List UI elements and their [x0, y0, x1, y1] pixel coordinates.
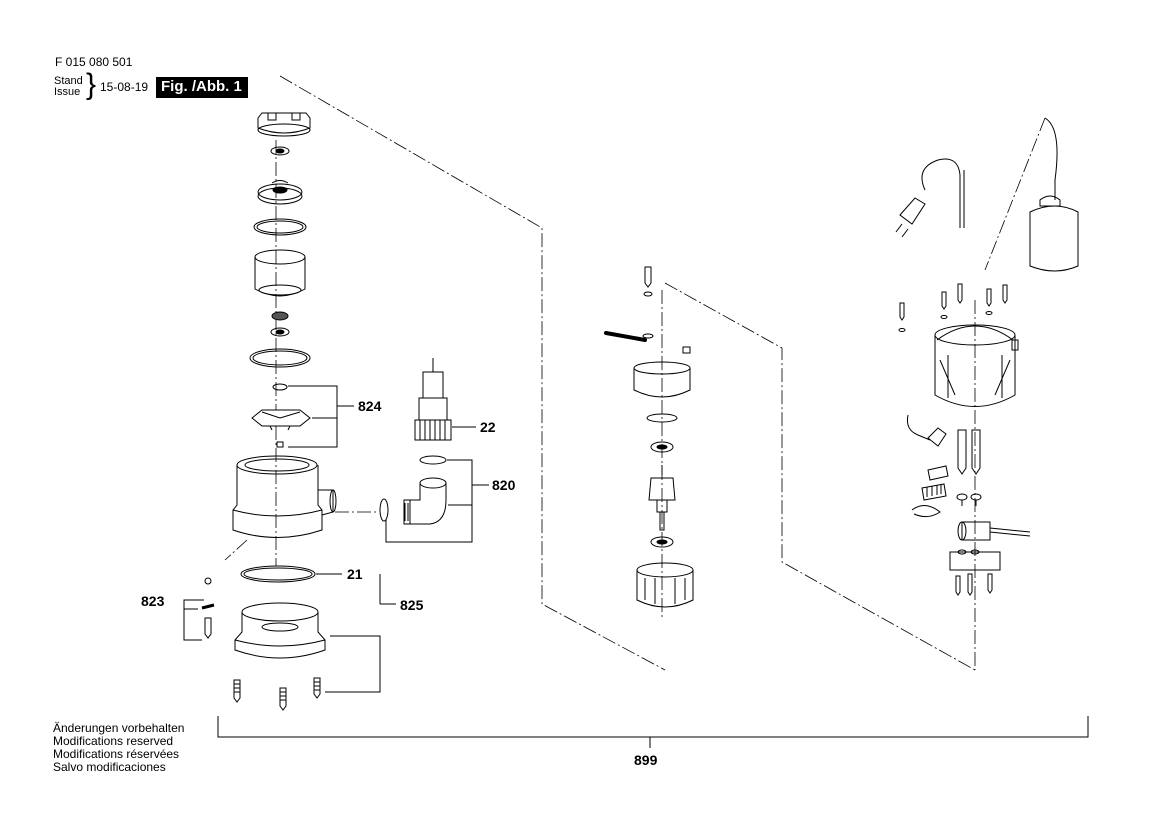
issue-date: 15-08-19	[100, 80, 149, 94]
switch-housing	[934, 324, 1019, 407]
float-switch	[1029, 117, 1079, 272]
callout-823: 823	[141, 593, 165, 609]
brace-glyph: }	[86, 68, 97, 101]
footer-notice: Änderungen vorbehalten Modifications res…	[53, 722, 184, 774]
stand-label: Stand	[54, 75, 83, 87]
cable-gland	[907, 414, 947, 447]
base-plate-825	[234, 602, 326, 659]
assembly-guide-lines	[224, 75, 1046, 671]
shaft-seal	[270, 311, 290, 337]
cable-tie	[911, 505, 941, 518]
document-number: F 015 080 501	[55, 55, 133, 69]
long-screws	[957, 429, 981, 475]
o-ring-middle	[249, 348, 311, 368]
bearing-upper	[650, 441, 674, 453]
callout-21: 21	[347, 566, 363, 582]
motor-cover	[633, 346, 691, 423]
nuts	[956, 493, 982, 506]
elbow-820	[379, 455, 447, 525]
o-ring-upper	[253, 218, 307, 236]
callout-825: 825	[400, 597, 424, 613]
bearing-lower	[650, 536, 674, 548]
bottom-screws	[955, 573, 993, 596]
impeller-824	[251, 383, 311, 448]
pump-housing	[232, 455, 337, 538]
motor-screw	[642, 266, 654, 339]
notice-line-de: Änderungen vorbehalten	[53, 721, 185, 735]
impeller-nut	[257, 112, 311, 137]
cable-clip	[604, 331, 647, 342]
screws-825	[233, 677, 321, 711]
terminal-blocks	[921, 465, 949, 501]
small-washer	[270, 146, 290, 156]
o-ring-21	[240, 565, 316, 583]
top-screws	[898, 283, 1008, 332]
bottom-plate	[949, 549, 1001, 571]
power-cable-plug	[895, 158, 965, 238]
callout-824: 824	[358, 398, 382, 414]
notice-line-en: Modifications reserved	[53, 734, 174, 748]
hose-connector-22	[414, 358, 452, 441]
bearing-flange	[257, 180, 303, 205]
notice-line-fr: Modifications réservées	[53, 747, 180, 761]
callout-22: 22	[480, 419, 496, 435]
rotor	[648, 465, 676, 531]
parts-823	[201, 577, 215, 639]
issue-label: Issue	[54, 86, 81, 98]
leader-lines-left	[183, 385, 489, 693]
notice-line-es: Salvo modificaciones	[53, 760, 166, 774]
assembly-bracket-899	[217, 716, 1089, 748]
figure-label: Fig. /Abb. 1	[156, 77, 248, 98]
callout-820: 820	[492, 477, 516, 493]
stator	[636, 562, 694, 608]
callout-899: 899	[634, 752, 658, 768]
bell-housing	[254, 249, 306, 297]
capacitor	[957, 521, 1031, 541]
